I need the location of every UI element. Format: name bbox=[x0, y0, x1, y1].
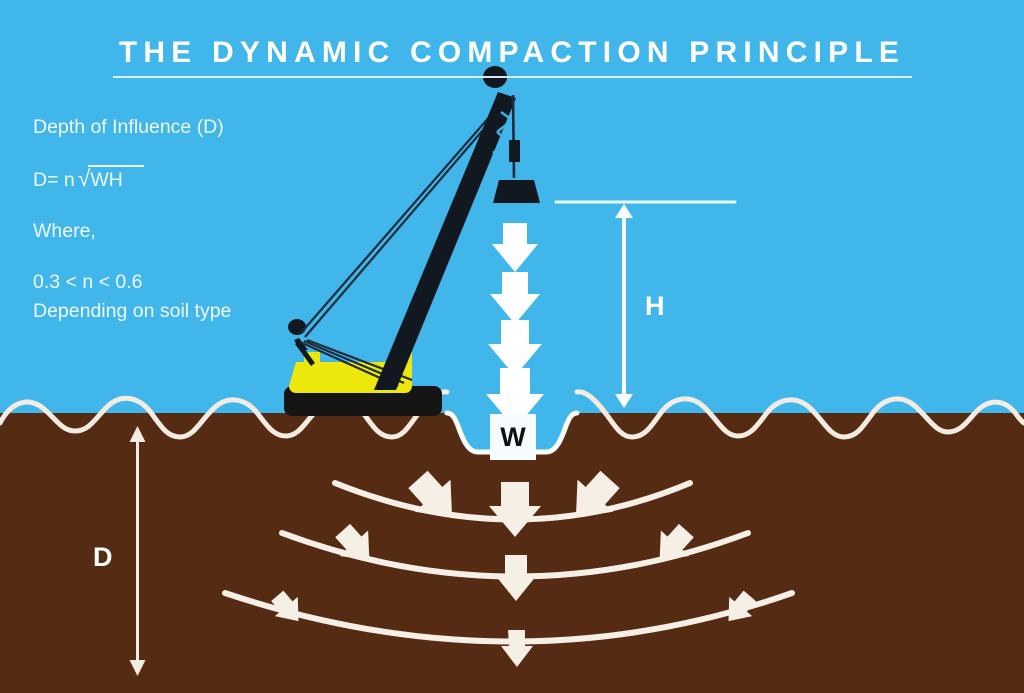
arc2-arrow-center bbox=[495, 555, 537, 601]
soil-type-note: Depending on soil type bbox=[33, 300, 232, 322]
falling-arrow-3 bbox=[488, 320, 542, 376]
crane-mast bbox=[295, 341, 315, 366]
equation-prefix: D= n bbox=[33, 169, 75, 191]
arc1-arrow-center bbox=[489, 482, 541, 537]
hoist-cable bbox=[511, 94, 516, 179]
d-dimension-arrow bbox=[129, 426, 146, 676]
drop-height-label: H bbox=[645, 291, 665, 321]
surface-wave-right bbox=[574, 389, 1024, 440]
page-title: THE DYNAMIC COMPACTION PRINCIPLE bbox=[118, 36, 906, 69]
radical-sign: √ bbox=[77, 165, 91, 191]
tamper-weight bbox=[493, 180, 540, 203]
crane-boom bbox=[374, 92, 516, 390]
where-label: Where, bbox=[33, 220, 96, 242]
falling-arrow-1 bbox=[492, 223, 538, 272]
arc-2-arrows bbox=[335, 523, 694, 601]
soil-mass bbox=[0, 413, 1024, 693]
formula-heading: Depth of Influence (D) bbox=[33, 116, 224, 138]
weight-label: W bbox=[490, 414, 536, 460]
arc1-arrow-right bbox=[575, 470, 620, 518]
surface-wave-left bbox=[0, 389, 450, 440]
formula-block: Depth of Influence (D) D= n√WH Where, 0.… bbox=[33, 115, 363, 324]
arc2-arrow-right bbox=[659, 523, 694, 561]
boom-hoist-ropes bbox=[299, 98, 508, 338]
hook-block bbox=[509, 140, 520, 162]
arc1-arrow-left bbox=[408, 470, 453, 518]
n-range: 0.3 < n < 0.6 bbox=[33, 271, 143, 293]
arc-1-arrows bbox=[408, 470, 620, 537]
arc3-arrow-left bbox=[271, 590, 299, 622]
h-dimension-arrow bbox=[615, 204, 633, 408]
falling-arrow-2 bbox=[490, 272, 540, 324]
arc2-arrow-left bbox=[335, 523, 370, 561]
arc3-arrow-center bbox=[501, 630, 533, 667]
crane bbox=[284, 66, 520, 416]
depth-label: D bbox=[93, 542, 113, 572]
crane-tracks bbox=[284, 386, 442, 416]
arc3-arrow-right bbox=[728, 590, 756, 622]
falling-arrow-4 bbox=[486, 368, 544, 429]
radical-bar bbox=[87, 165, 144, 167]
falling-arrow-group bbox=[486, 223, 544, 429]
formula-equation: D= n√WH bbox=[33, 165, 363, 193]
title-underline bbox=[113, 76, 912, 78]
radical-group: √WH bbox=[75, 165, 144, 193]
arc-3-arrows bbox=[271, 590, 756, 667]
radicand: WH bbox=[90, 169, 123, 191]
boom-lattice bbox=[452, 110, 513, 374]
